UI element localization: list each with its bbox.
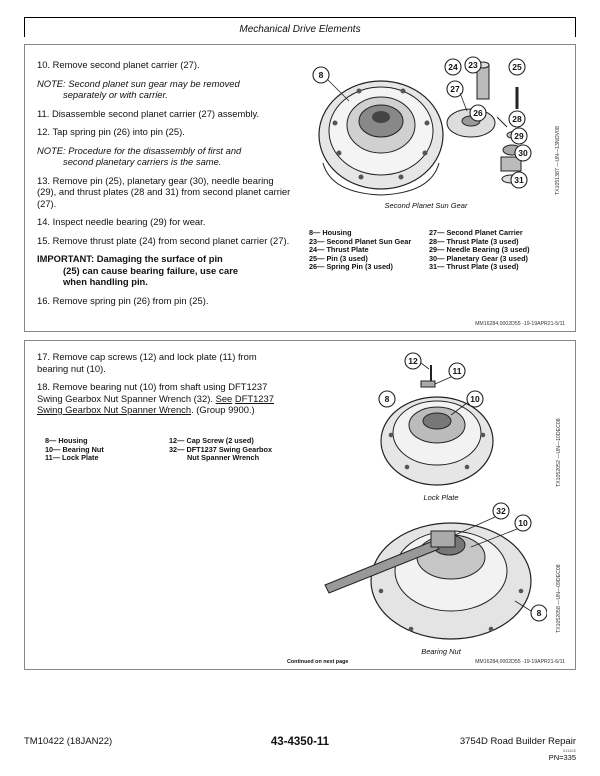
callout-8-nut: 8	[537, 608, 542, 618]
callout-11: 11	[453, 366, 462, 376]
important-notice: IMPORTANT: Damaging the surface of pin(2…	[37, 253, 239, 287]
section-title: Mechanical Drive Elements	[239, 24, 361, 35]
step-18: 18. Remove bearing nut (10) from shaft u…	[37, 381, 274, 416]
step-11: 11. Disassemble second planet carrier (2…	[37, 107, 260, 119]
callout-12: 12	[408, 356, 418, 366]
callout-31: 31	[514, 175, 524, 185]
figure-ref-3: TX1052058 —UN—09DEC08	[556, 564, 562, 633]
legend-left-1: 8— Housing 23— Second Planet Sun Gear 24…	[309, 228, 412, 272]
callout-26: 26	[473, 108, 483, 118]
footer-code: 011422	[562, 748, 576, 753]
see-link[interactable]: See	[215, 392, 233, 404]
note-sun-gear: NOTE: Second planet sun gear may be remo…	[37, 77, 240, 101]
callout-30: 30	[518, 148, 528, 158]
legend-right-2: 12— Cap Screw (2 used) 32— DFT1237 Swing…	[169, 436, 273, 463]
pn-number: PN=335	[548, 753, 576, 762]
legend-left-2: 8— Housing 10— Bearing Nut 11— Lock Plat…	[45, 436, 104, 463]
wrench-link[interactable]: DFT1237 Swing Gearbox Nut Spanner Wrench	[37, 392, 274, 416]
step-16: 16. Remove spring pin (26) from pin (25)…	[37, 294, 209, 306]
continued-note: Continued on next page	[287, 659, 349, 665]
callout-8-lock: 8	[385, 394, 390, 404]
step-12: 12. Tap spring pin (26) into pin (25).	[37, 126, 185, 137]
figure-caption-sun-gear: Second Planet Sun Gear	[384, 201, 468, 210]
steps-column: 10. Remove second planet carrier (27). N…	[37, 59, 295, 313]
planet-carrier-illustration: 8 24 23 25 27 26 28 29 30 31	[312, 56, 532, 196]
procedure-panel-2: 17. Remove cap screws (12) and lock plat…	[24, 340, 576, 670]
step-14: 14. Inspect needle bearing (29) for wear…	[37, 216, 206, 227]
step-17: 17. Remove cap screws (12) and lock plat…	[37, 351, 257, 374]
note-procedure: NOTE: Procedure for the disassembly of f…	[37, 144, 242, 168]
page-number: 43-4350-11	[270, 736, 330, 748]
bearing-nut-illustration: 32 10 8	[324, 502, 547, 640]
legend-right-1: 27— Second Planet Carrier 28— Thrust Pla…	[429, 228, 530, 272]
lock-plate-illustration: 12 11 8 10	[378, 352, 494, 486]
figure-caption-bearing-nut: Bearing Nut	[421, 647, 461, 656]
callout-8: 8	[319, 70, 324, 80]
callout-27: 27	[450, 84, 460, 94]
steps-column-2: 17. Remove cap screws (12) and lock plat…	[37, 351, 287, 423]
callout-23: 23	[468, 60, 478, 70]
step-13: 13. Remove pin (25), planetary gear (30)…	[37, 174, 291, 209]
callout-24: 24	[448, 62, 458, 72]
figure-ref-1: TX1051387 —UN—13NOV08	[555, 126, 561, 195]
callout-10-nut: 10	[518, 518, 528, 528]
callout-25: 25	[512, 62, 522, 72]
callout-28: 28	[512, 114, 522, 124]
manual-id: TM10422 (18JAN22)	[24, 736, 113, 747]
callout-29: 29	[514, 131, 524, 141]
page-header: Mechanical Drive Elements	[0, 0, 600, 44]
figure-ref-2: TX1052052 —UN—10DEC08	[556, 418, 562, 487]
page-footer: TM10422 (18JAN22) 43-4350-11 3754D Road …	[24, 736, 576, 776]
callout-32: 32	[496, 506, 506, 516]
doc-ref-2: MM16284,0002D55 -19-19APR21-6/11	[475, 659, 565, 665]
figure-caption-lock-plate: Lock Plate	[423, 493, 459, 502]
manual-title: 3754D Road Builder Repair	[459, 736, 576, 747]
procedure-panel-1: 10. Remove second planet carrier (27). N…	[24, 44, 576, 332]
doc-ref-1: MM16284,0002D55 -19-19APR21-5/11	[475, 321, 565, 327]
step-15: 15. Remove thrust plate (24) from second…	[37, 234, 290, 246]
callout-10-lock: 10	[470, 394, 480, 404]
step-10: 10. Remove second planet carrier (27).	[37, 59, 200, 70]
